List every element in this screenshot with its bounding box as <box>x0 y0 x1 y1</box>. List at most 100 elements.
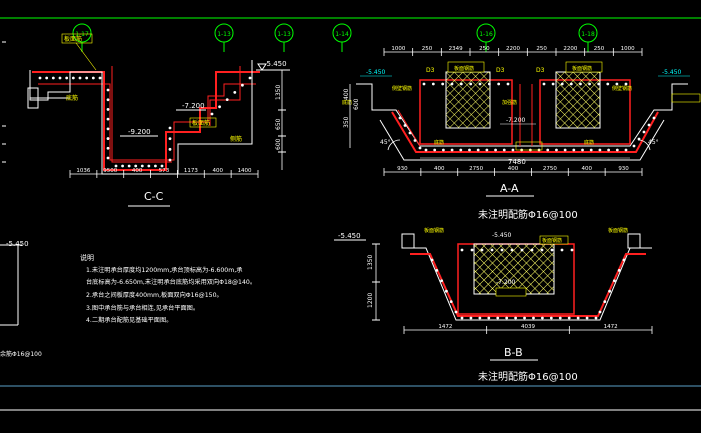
bb-dot-37 <box>550 248 554 252</box>
cc-level-top: -5.450 <box>264 60 287 68</box>
bb-dot-3 <box>445 289 448 293</box>
cc-top-label-1: 板面筋 <box>64 35 82 43</box>
aa-dot-50 <box>597 82 601 86</box>
axis-bubble-3 <box>332 23 352 43</box>
aa-dot-53 <box>624 82 628 86</box>
notes-item-2: 台底标高为-6.650m,未注明承台底筋均采用双向Φ18@140。 <box>86 278 256 286</box>
aa-dot-22 <box>572 148 576 152</box>
cc-vdim-2: 650 <box>275 118 282 130</box>
bb-bdim-label-2: 1472 <box>604 324 618 330</box>
cc-dot-34 <box>241 83 244 87</box>
aa-level-right: -5.450 <box>662 69 682 76</box>
aa-dot-27 <box>615 148 619 152</box>
cc-bdim-label-5: 400 <box>212 168 223 174</box>
aa-bdim-label-1: 400 <box>434 166 445 172</box>
bb-dot-15 <box>541 316 544 320</box>
aa-dot-38 <box>459 82 463 86</box>
cc-dot-7 <box>85 76 89 80</box>
cc-dot-33 <box>233 91 237 94</box>
cc-dot-35 <box>248 76 252 80</box>
cc-dot-12 <box>106 108 110 111</box>
bb-dot-11 <box>505 316 509 320</box>
aa-tdim-label-6: 2200 <box>563 46 577 52</box>
bb-dot-0 <box>430 258 434 262</box>
aa-dot-48 <box>579 82 582 86</box>
aa-title: A-A <box>500 182 519 195</box>
bb-dot-6 <box>460 316 464 320</box>
aa-dot-7 <box>441 148 445 152</box>
aa-note: 未注明配筋Φ16@100 <box>478 208 578 221</box>
aa-dot-51 <box>606 82 610 86</box>
cc-dot-6 <box>78 76 82 80</box>
left-fragment-level: -5.450 <box>6 240 29 248</box>
bb-dot-38 <box>560 248 564 252</box>
cc-dot-26 <box>168 126 172 130</box>
bb-dot-17 <box>558 316 562 320</box>
axis-label-0: 1-17 <box>75 31 89 38</box>
aa-dot-21 <box>563 148 567 152</box>
aa-dot-11 <box>476 148 480 152</box>
cc-vdim-1: 1350 <box>275 85 282 100</box>
bb-dot-9 <box>487 316 491 320</box>
cc-bdim-label-4: 1173 <box>184 168 198 174</box>
cc-top-label-2: 板面筋 <box>192 119 210 127</box>
bb-dot-5 <box>454 310 458 314</box>
bb-dot-10 <box>496 316 500 320</box>
aa-dot-20 <box>555 148 558 152</box>
aa-dot-41 <box>487 82 491 86</box>
aa-dot-47 <box>569 82 573 86</box>
bb-vdim-2: 1200 <box>367 293 374 308</box>
bb-dot-7 <box>469 316 473 320</box>
aa-dot-25 <box>598 148 602 152</box>
aa-tag-1: D3 <box>426 67 435 74</box>
bb-label-1: 板面钢筋 <box>424 227 444 234</box>
aa-dot-9 <box>459 148 463 152</box>
cc-dot-30 <box>210 112 214 116</box>
cc-dot-14 <box>106 127 110 131</box>
bb-dot-1 <box>435 269 439 272</box>
aa-rebar-dots <box>398 82 656 152</box>
bb-bdim-label-0: 1472 <box>438 324 452 330</box>
bb-dot-21 <box>594 316 598 320</box>
notes-heading: 说明 <box>80 253 94 262</box>
bb-dot-16 <box>549 316 553 320</box>
bb-dot-31 <box>490 248 494 252</box>
aa-dot-31 <box>642 130 646 134</box>
bb-dot-35 <box>530 248 534 252</box>
aa-dot-19 <box>546 148 550 152</box>
aa-dot-44 <box>542 82 546 86</box>
cc-dot-24 <box>154 164 157 168</box>
cc-bdim-label-3: 573 <box>159 168 170 174</box>
cc-dot-20 <box>127 164 131 168</box>
cc-vdim-3: 600 <box>275 138 282 150</box>
axis-label-4: 1-16 <box>479 31 493 38</box>
cc-dot-10 <box>106 88 110 92</box>
cc-level-mid: -7.200 <box>182 102 205 110</box>
aa-dot-24 <box>589 148 593 152</box>
axis-label-1: 1-13 <box>217 31 231 38</box>
aa-dot-15 <box>511 148 515 152</box>
aa-dot-37 <box>450 82 454 86</box>
cc-bdim-label-2: 400 <box>132 168 143 174</box>
cc-dot-25 <box>160 164 164 168</box>
cc-dot-31 <box>218 105 222 109</box>
bb-dot-27 <box>622 258 626 262</box>
bb-dot-39 <box>570 248 574 252</box>
cc-concrete-outline <box>29 60 253 175</box>
aa-ldim-3: 350 <box>343 116 350 128</box>
aa-dot-52 <box>615 82 619 86</box>
aa-dot-39 <box>469 82 473 86</box>
aa-dot-40 <box>478 82 482 86</box>
bb-dot-18 <box>567 316 571 320</box>
aa-dot-4 <box>418 146 422 150</box>
axis-bubble-5 <box>578 23 598 43</box>
aa-dot-36 <box>441 82 445 86</box>
aa-dot-6 <box>433 148 437 152</box>
cc-title: C-C <box>144 190 164 203</box>
aa-bdim-label-4: 2750 <box>543 166 557 172</box>
aa-level-mid: -7.200 <box>506 117 526 124</box>
cc-dot-27 <box>168 137 172 141</box>
axis-bubble-1 <box>214 23 234 43</box>
